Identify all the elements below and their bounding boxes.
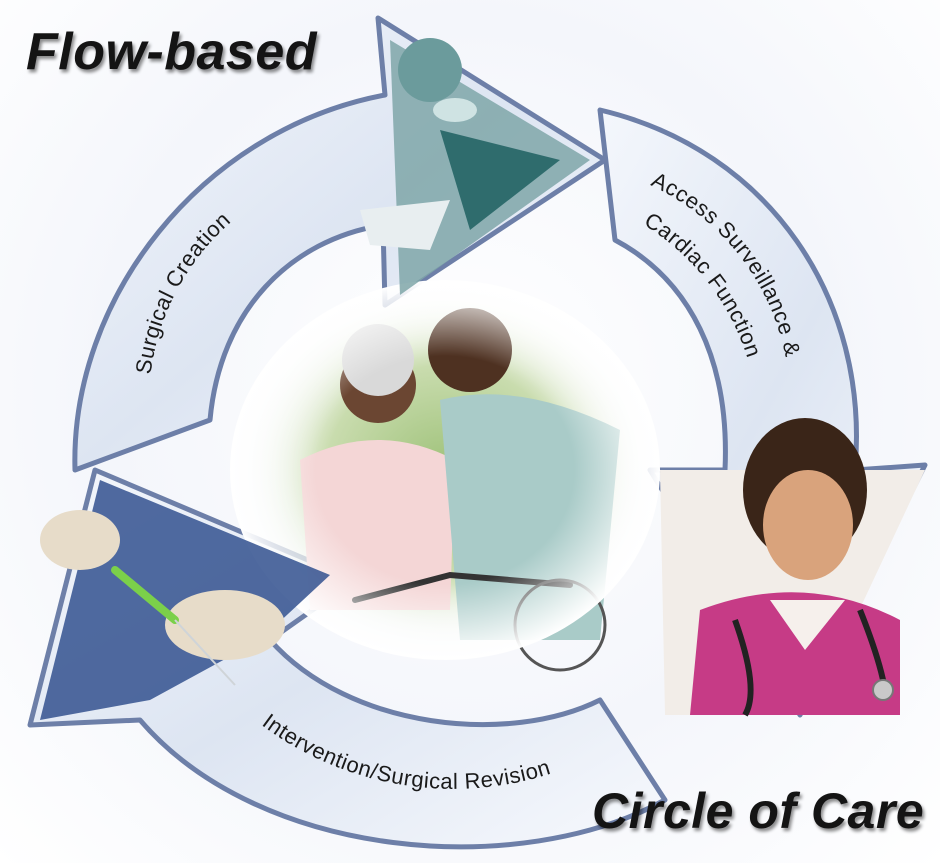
nurse-photo xyxy=(660,418,925,717)
title-flow-based: Flow-based xyxy=(26,23,318,81)
surgeon-photo xyxy=(360,38,590,295)
couple-with-bicycle-photo xyxy=(230,280,660,672)
title-circle-of-care: Circle of Care xyxy=(592,783,925,839)
catheter-procedure-photo xyxy=(40,480,330,720)
